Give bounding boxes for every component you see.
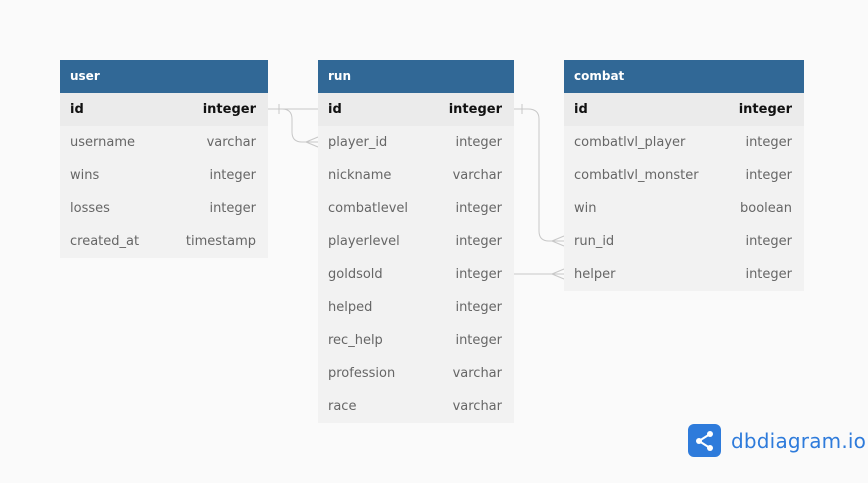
field-type: varchar <box>452 399 502 414</box>
field-row[interactable]: player_id integer <box>318 126 514 159</box>
field-row[interactable]: combatlvl_monster integer <box>564 159 804 192</box>
field-row[interactable]: helped integer <box>318 291 514 324</box>
field-row[interactable]: win boolean <box>564 192 804 225</box>
field-name: nickname <box>328 168 392 183</box>
field-name: helped <box>328 300 373 315</box>
field-name: goldsold <box>328 267 383 282</box>
field-type: integer <box>745 267 792 282</box>
table-header[interactable]: combat <box>564 60 804 93</box>
field-row[interactable]: id integer <box>564 93 804 126</box>
field-name: id <box>574 102 588 117</box>
field-row[interactable]: playerlevel integer <box>318 225 514 258</box>
field-row[interactable]: goldsold integer <box>318 258 514 291</box>
field-row[interactable]: helper integer <box>564 258 804 291</box>
table-combat[interactable]: combat id integer combatlvl_player integ… <box>564 60 804 291</box>
relation-run-combat <box>514 104 565 247</box>
field-type: varchar <box>206 135 256 150</box>
field-name: username <box>70 135 135 150</box>
table-header[interactable]: run <box>318 60 514 93</box>
field-row[interactable]: created_at timestamp <box>60 225 268 258</box>
field-name: run_id <box>574 234 615 249</box>
field-name: id <box>70 102 84 117</box>
field-row[interactable]: profession varchar <box>318 357 514 390</box>
field-type: integer <box>745 135 792 150</box>
field-name: combatlvl_monster <box>574 168 699 183</box>
field-row[interactable]: id integer <box>318 93 514 126</box>
field-type: integer <box>202 102 256 117</box>
field-type: boolean <box>740 201 792 216</box>
field-type: integer <box>209 201 256 216</box>
field-row[interactable]: id integer <box>60 93 268 126</box>
field-name: wins <box>70 168 100 183</box>
field-name: combatlevel <box>328 201 408 216</box>
field-name: rec_help <box>328 333 383 348</box>
field-row[interactable]: rec_help integer <box>318 324 514 357</box>
field-type: integer <box>738 102 792 117</box>
field-type: varchar <box>452 366 502 381</box>
table-header[interactable]: user <box>60 60 268 93</box>
field-type: integer <box>455 201 502 216</box>
table-user[interactable]: user id integer username varchar wins in… <box>60 60 268 258</box>
field-row[interactable]: wins integer <box>60 159 268 192</box>
field-name: playerlevel <box>328 234 400 249</box>
field-type: integer <box>455 333 502 348</box>
field-row[interactable]: combatlevel integer <box>318 192 514 225</box>
field-name: combatlvl_player <box>574 135 686 150</box>
field-name: player_id <box>328 135 388 150</box>
field-name: helper <box>574 267 616 282</box>
brand-name: dbdiagram.io <box>731 428 867 453</box>
field-row[interactable]: losses integer <box>60 192 268 225</box>
field-type: integer <box>745 168 792 183</box>
field-type: integer <box>455 300 502 315</box>
field-name: losses <box>70 201 110 216</box>
field-row[interactable]: combatlvl_player integer <box>564 126 804 159</box>
field-type: integer <box>455 267 502 282</box>
field-type: integer <box>448 102 502 117</box>
field-type: integer <box>745 234 792 249</box>
field-name: created_at <box>70 234 140 249</box>
share-nodes-icon <box>688 424 721 457</box>
field-row[interactable]: nickname varchar <box>318 159 514 192</box>
field-name: id <box>328 102 342 117</box>
field-name: profession <box>328 366 396 381</box>
field-type: integer <box>455 135 502 150</box>
field-type: varchar <box>452 168 502 183</box>
field-row[interactable]: username varchar <box>60 126 268 159</box>
relation-run-combat-helper <box>514 268 565 280</box>
brand-logo[interactable]: dbdiagram.io <box>688 424 866 457</box>
field-type: integer <box>209 168 256 183</box>
field-name: win <box>574 201 597 216</box>
field-row[interactable]: run_id integer <box>564 225 804 258</box>
field-row[interactable]: race varchar <box>318 390 514 423</box>
field-type: integer <box>455 234 502 249</box>
table-run[interactable]: run id integer player_id integer nicknam… <box>318 60 514 423</box>
field-type: timestamp <box>185 234 256 249</box>
relation-user-run <box>268 104 319 148</box>
field-name: race <box>328 399 357 414</box>
